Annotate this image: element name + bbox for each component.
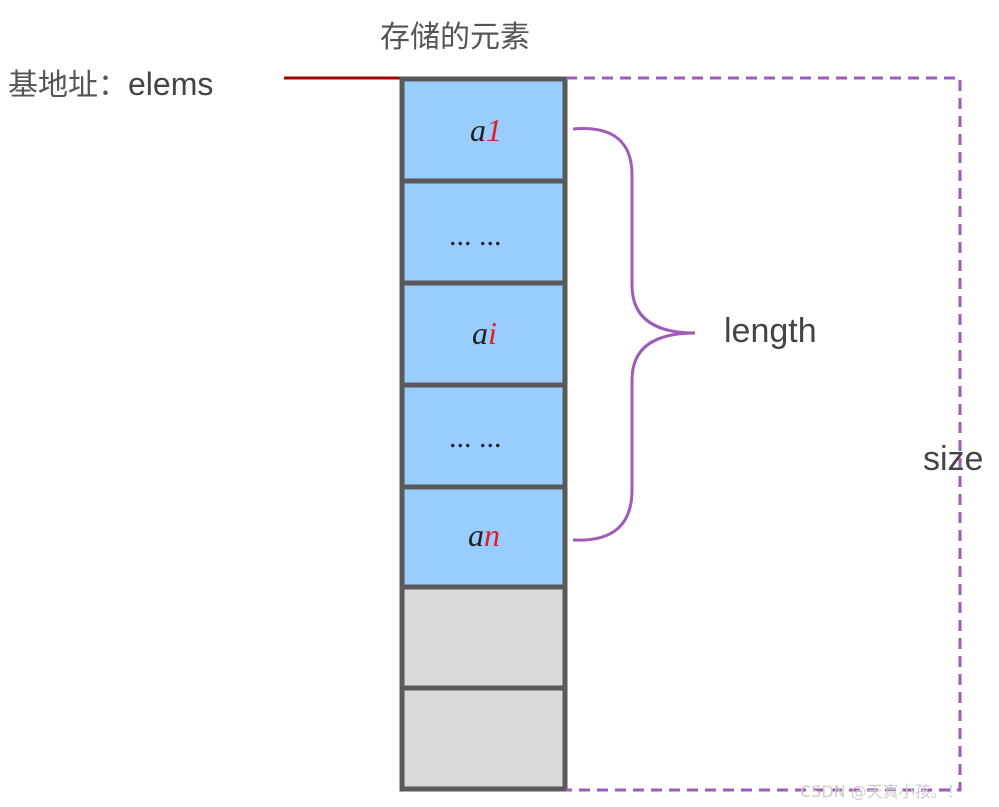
size-frame — [566, 76, 962, 792]
cell-an — [399, 484, 568, 590]
base-address-name: elems — [128, 66, 214, 102]
cell-ellipsis-2 — [399, 382, 568, 490]
cell-a1-base: a — [470, 112, 486, 148]
cell-empty-2 — [399, 685, 568, 792]
length-label: length — [724, 312, 817, 350]
cell-a1 — [399, 76, 568, 184]
cell-an-base: a — [468, 517, 484, 553]
cell-stack — [399, 76, 568, 792]
cell-ai-sub: i — [488, 315, 497, 351]
diagram-title: 存储的元素 — [380, 20, 530, 55]
base-address-label: 基地址：elems — [8, 60, 213, 104]
cell-ai-text: ai — [472, 315, 497, 351]
cell-a1-text: a1 — [470, 112, 502, 148]
cell-empty-1 — [399, 584, 568, 691]
cell-an-sub: n — [484, 517, 500, 553]
cell-ellipsis-1 — [399, 178, 568, 286]
size-label: size — [923, 440, 984, 478]
cell-an-text: an — [468, 517, 500, 553]
base-address-prefix: 基地址： — [8, 68, 128, 103]
watermark: CSDN @天真小孩。！ — [800, 782, 963, 801]
cell-ellipsis-1-text: ... ... — [449, 219, 502, 252]
cell-ellipsis-2-text: ... ... — [449, 421, 502, 454]
cell-ai-base: a — [472, 315, 488, 351]
cell-a1-sub: 1 — [486, 112, 502, 148]
length-brace — [572, 127, 696, 542]
